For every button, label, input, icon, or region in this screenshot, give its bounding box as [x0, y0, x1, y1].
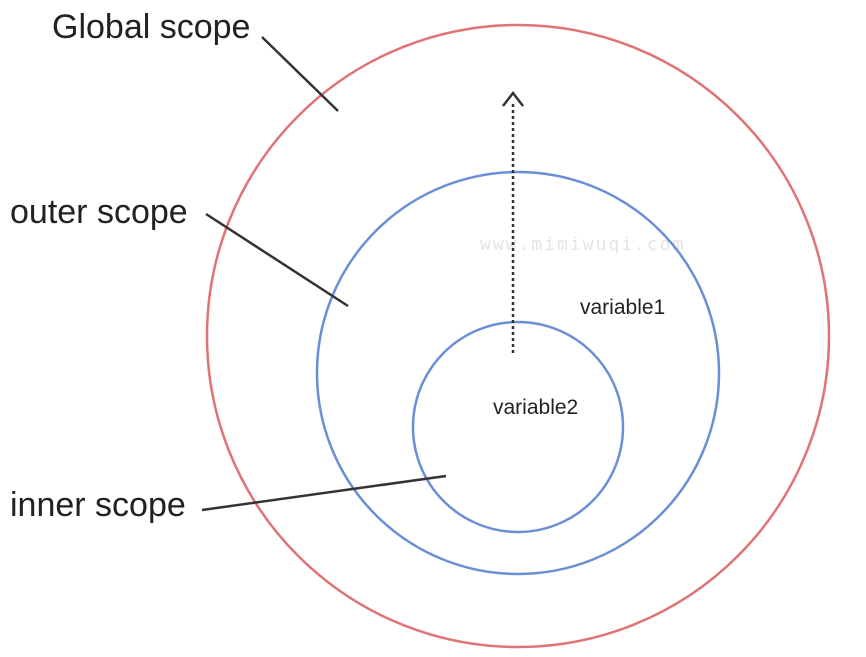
variable2-label: variable2	[493, 396, 578, 419]
inner-scope-circle	[411, 320, 625, 534]
global-scope-leader	[261, 36, 339, 112]
outer-scope-leader	[205, 212, 349, 308]
outer-scope-label: outer scope	[10, 193, 188, 231]
outer-scope-circle	[315, 170, 721, 576]
global-scope-circle	[205, 23, 831, 649]
watermark-text: www.mimiwuqi.com	[480, 234, 685, 255]
inner-scope-label: inner scope	[10, 486, 186, 524]
variable1-label: variable1	[580, 296, 665, 319]
inner-scope-leader	[201, 474, 447, 512]
scope-chain-arrowhead	[502, 90, 524, 107]
global-scope-label: Global scope	[52, 8, 250, 46]
